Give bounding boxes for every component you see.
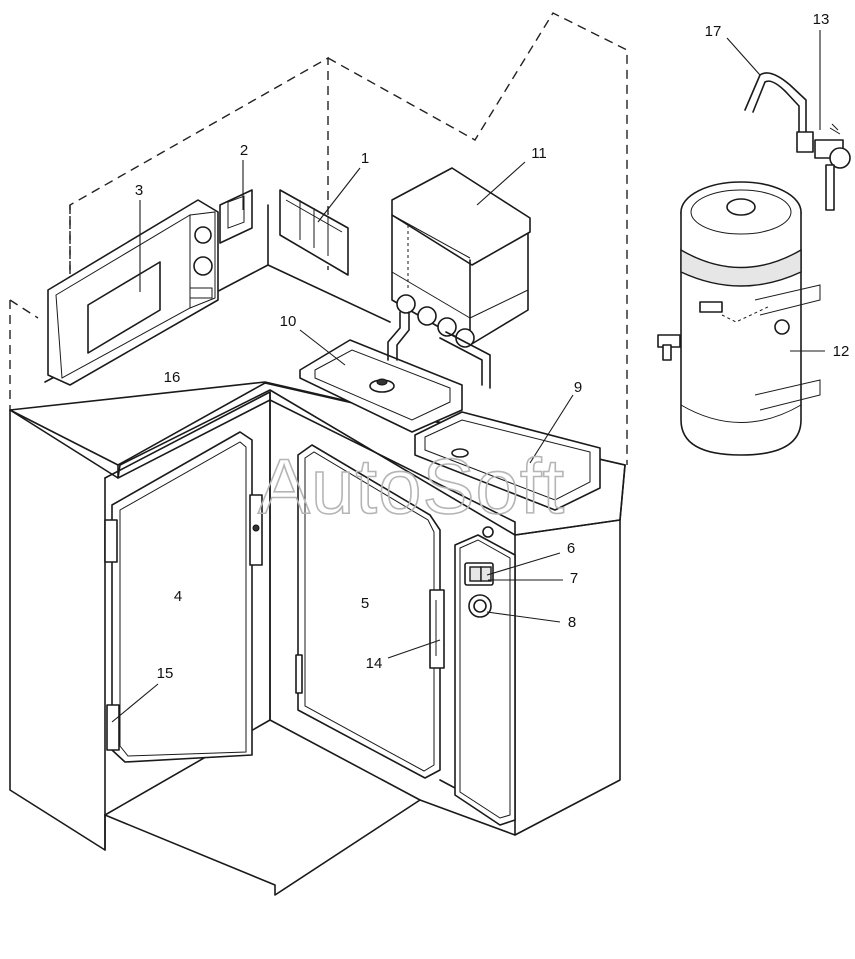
boiler-top-band bbox=[680, 248, 802, 287]
cabinet-left-side bbox=[9, 409, 106, 851]
microwave-control-strip bbox=[189, 211, 216, 309]
tank-band-right bbox=[469, 289, 529, 319]
leader-11 bbox=[476, 161, 526, 206]
faucet-mount-ring bbox=[829, 147, 851, 169]
boiler-top-rim bbox=[690, 189, 792, 235]
faucet-spout-outer bbox=[752, 80, 800, 136]
callout-17: 17 bbox=[705, 23, 722, 40]
microwave-power-knob[interactable] bbox=[193, 256, 213, 276]
cabinet-inner-divider bbox=[269, 391, 421, 801]
callout-15: 15 bbox=[157, 665, 174, 682]
cabinet-floor-step bbox=[104, 799, 516, 896]
tank-fitting-2[interactable] bbox=[417, 306, 437, 326]
wall-switch-rocker bbox=[227, 195, 245, 229]
callout-11: 11 bbox=[531, 145, 547, 162]
callout-16: 16 bbox=[164, 369, 181, 386]
leader-8 bbox=[486, 611, 561, 623]
microwave-timer-knob[interactable] bbox=[194, 226, 212, 244]
callout-3: 3 bbox=[135, 182, 143, 199]
cabinet-right-side bbox=[514, 519, 621, 836]
tank-fitting-1[interactable] bbox=[396, 294, 416, 314]
tank-lid-seam bbox=[391, 214, 471, 259]
rotary-knob-8-cap bbox=[473, 599, 487, 613]
countertop-edge-left bbox=[117, 382, 266, 466]
wall-outline-left bbox=[69, 56, 329, 375]
boiler-cap[interactable] bbox=[726, 198, 756, 216]
faucet-supply-pipe bbox=[825, 164, 835, 211]
vent-grille-slots bbox=[285, 199, 343, 256]
storage-tray-inner bbox=[314, 349, 451, 421]
leader-1 bbox=[317, 167, 361, 223]
watermark-text: AutoSoft bbox=[258, 442, 565, 530]
callout-5: 5 bbox=[361, 595, 369, 612]
water-pipe-right bbox=[439, 337, 483, 386]
leader-14 bbox=[387, 639, 441, 659]
sink-basin-inner bbox=[424, 419, 591, 501]
wall-base-right bbox=[267, 264, 391, 323]
left-door-inner-frame bbox=[119, 441, 247, 757]
left-door-hinge-bottom bbox=[106, 704, 120, 751]
left-door-lock bbox=[252, 524, 260, 532]
tray-lid-knob[interactable] bbox=[376, 378, 388, 386]
leader-17 bbox=[726, 37, 761, 76]
boiler-bottom-ring bbox=[680, 404, 802, 423]
microwave-door-button[interactable] bbox=[189, 287, 213, 299]
boiler-drain-spout bbox=[662, 344, 672, 361]
sink-drain bbox=[451, 448, 469, 458]
water-pipe-right-b bbox=[445, 331, 491, 389]
callout-13: 13 bbox=[813, 11, 830, 28]
leader-9 bbox=[529, 394, 574, 464]
callout-1: 1 bbox=[361, 150, 369, 167]
water-pipe-left bbox=[387, 311, 401, 361]
wall-switch[interactable] bbox=[219, 189, 253, 244]
sink-basin bbox=[414, 411, 601, 511]
boiler-port bbox=[774, 319, 790, 335]
callout-10: 10 bbox=[280, 313, 297, 330]
countertop-right-front bbox=[514, 519, 621, 536]
callout-2: 2 bbox=[240, 142, 248, 159]
callout-7: 7 bbox=[570, 570, 578, 587]
wall-outline-right bbox=[327, 12, 628, 465]
center-door-handle[interactable] bbox=[429, 589, 445, 669]
boiler-inlet-fitting[interactable] bbox=[699, 301, 723, 313]
microwave-window bbox=[87, 261, 161, 354]
faucet-valve-body[interactable] bbox=[796, 131, 814, 153]
switch-6[interactable] bbox=[469, 566, 482, 582]
left-door-hinge-top bbox=[104, 519, 118, 563]
leader-10 bbox=[299, 329, 346, 366]
callout-6: 6 bbox=[567, 540, 575, 557]
callout-14: 14 bbox=[366, 655, 383, 672]
tank-fitting-3[interactable] bbox=[437, 317, 457, 337]
callout-4: 4 bbox=[174, 588, 182, 605]
leader-6 bbox=[486, 552, 561, 576]
center-door-hinge bbox=[295, 654, 303, 694]
callout-12: 12 bbox=[833, 343, 850, 360]
wall-outline-far-left-top bbox=[9, 299, 39, 319]
leader-15 bbox=[111, 683, 159, 723]
tank-band bbox=[391, 271, 471, 319]
boiler-clamp-bottom bbox=[754, 379, 821, 411]
faucet-spout bbox=[744, 72, 807, 136]
panel-indicator bbox=[482, 526, 494, 538]
callout-9: 9 bbox=[574, 379, 582, 396]
callout-8: 8 bbox=[568, 614, 576, 631]
water-pipe-left-b bbox=[396, 311, 410, 361]
countertop-right-side bbox=[619, 464, 626, 521]
faucet-screw bbox=[829, 123, 841, 135]
countertop-front-edge bbox=[9, 399, 516, 536]
boiler-clamp-top bbox=[754, 284, 821, 316]
control-panel-inset bbox=[459, 539, 511, 819]
